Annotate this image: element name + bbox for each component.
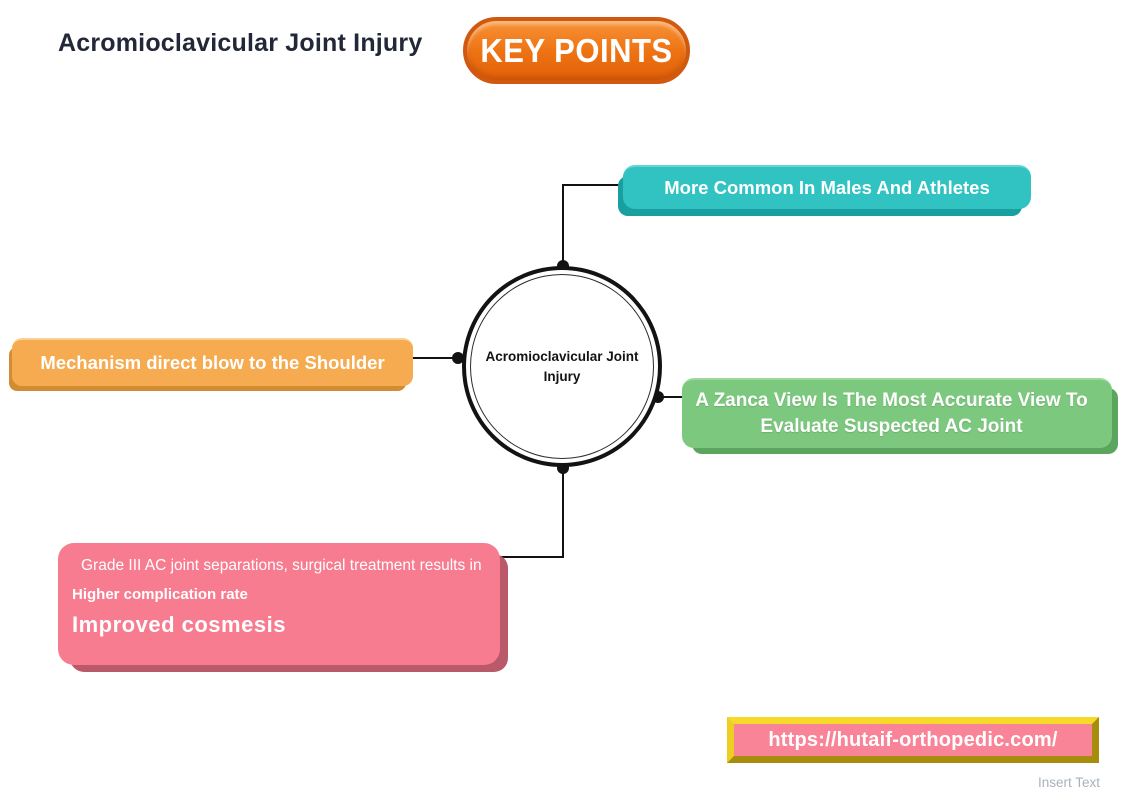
connector-top-horizontal bbox=[562, 184, 624, 186]
branch-bottom-line-1: Grade III AC joint separations, surgical… bbox=[81, 557, 482, 574]
insert-text-placeholder[interactable]: Insert Text bbox=[1038, 775, 1101, 790]
branch-top-males-athletes[interactable]: More Common In Males And Athletes bbox=[623, 165, 1031, 209]
website-url: https://hutaif-orthopedic.com/ bbox=[768, 728, 1058, 751]
connector-right bbox=[660, 396, 684, 398]
key-points-badge-label: KEY POINTS bbox=[480, 31, 673, 69]
branch-right-zanca-view[interactable]: A Zanca View Is The Most Accurate View T… bbox=[682, 378, 1112, 448]
branch-bottom-line-2: Higher complication rate bbox=[72, 586, 248, 603]
branch-bottom-line-3: Improved cosmesis bbox=[72, 612, 286, 637]
page-title: Acromioclavicular Joint Injury bbox=[58, 29, 423, 57]
connector-bottom-vertical bbox=[562, 467, 564, 557]
website-banner[interactable]: https://hutaif-orthopedic.com/ bbox=[727, 717, 1099, 763]
branch-top-label: More Common In Males And Athletes bbox=[664, 177, 990, 198]
connector-top-vertical bbox=[562, 184, 564, 268]
branch-bottom-grade-iii[interactable]: Grade III AC joint separations, surgical… bbox=[58, 543, 500, 665]
key-points-badge: KEY POINTS bbox=[463, 17, 690, 84]
branch-right-label: A Zanca View Is The Most Accurate View T… bbox=[695, 390, 1088, 437]
connector-left bbox=[412, 357, 458, 359]
connector-bottom-horizontal bbox=[501, 556, 564, 558]
branch-left-label: Mechanism direct blow to the Shoulder bbox=[40, 352, 385, 373]
center-node-inner-ring: Acromioclavicular Joint Injury bbox=[470, 274, 654, 459]
center-node-label: Acromioclavicular Joint Injury bbox=[485, 348, 639, 384]
center-node[interactable]: Acromioclavicular Joint Injury bbox=[462, 266, 662, 467]
anchor-dot-left bbox=[452, 352, 464, 364]
branch-left-mechanism[interactable]: Mechanism direct blow to the Shoulder bbox=[12, 338, 413, 386]
